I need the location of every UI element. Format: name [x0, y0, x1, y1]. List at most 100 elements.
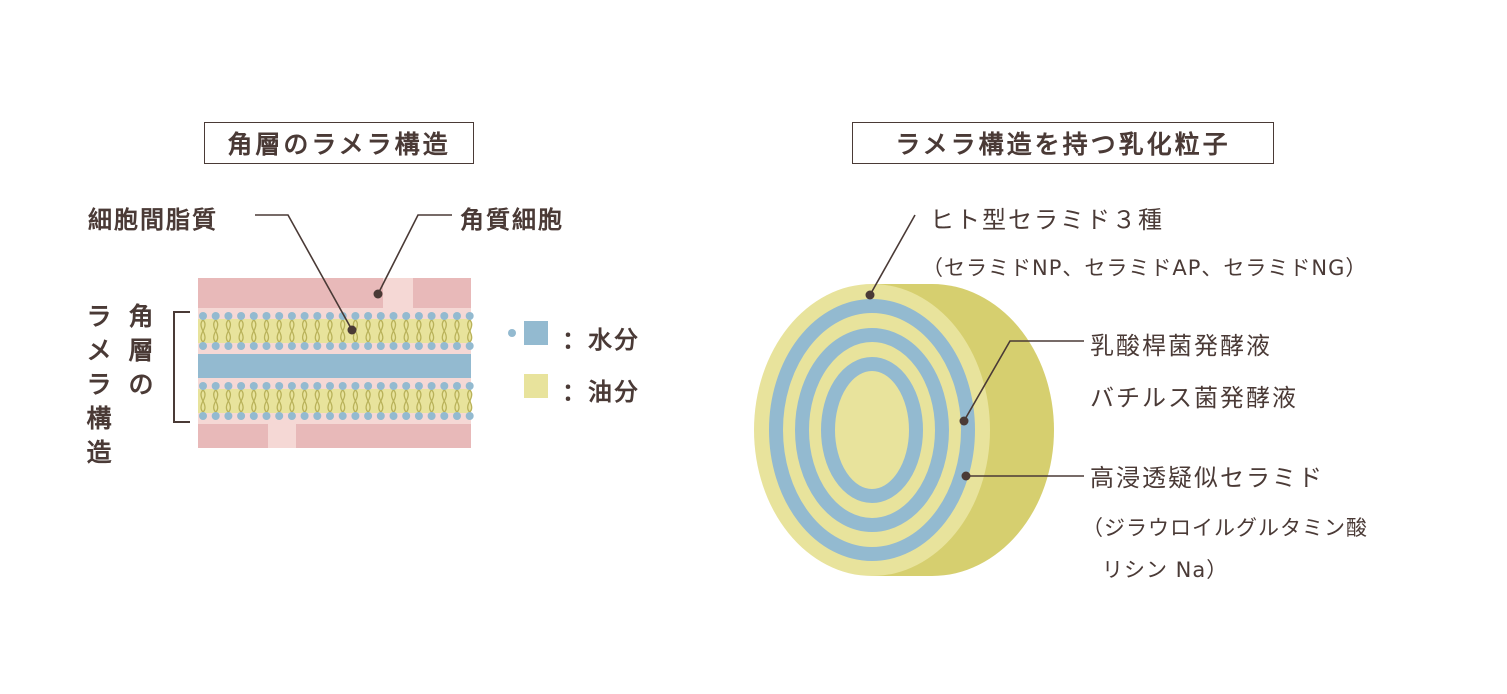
lipid-head — [402, 342, 411, 350]
lipid-tail — [454, 319, 460, 343]
lipid-head — [427, 342, 436, 350]
bracket — [173, 311, 190, 423]
lipid-tail — [289, 389, 295, 413]
lipid-head — [262, 412, 271, 420]
lipid-tail — [225, 319, 232, 343]
legend-water-square — [524, 321, 548, 345]
particle-title: ラメラ構造を持つ乳化粒子 — [852, 122, 1274, 164]
lipid-head — [440, 342, 449, 350]
lipid-head — [237, 342, 246, 350]
lipid-head — [427, 312, 436, 320]
lipid-head — [211, 312, 220, 320]
lipid-head — [211, 342, 220, 350]
lipid-tail — [276, 319, 282, 343]
lipid-tail — [428, 319, 435, 343]
label-ferment-2: バチルス菌発酵液 — [1090, 384, 1298, 412]
lipid-head — [414, 342, 423, 350]
lipid-tail — [428, 389, 435, 413]
corneocyte-gap-bottom — [268, 424, 296, 448]
vertical-label-col1: ラメラ構造 — [86, 302, 112, 467]
lipid-head — [262, 342, 271, 350]
lipid-head — [287, 342, 296, 350]
lipid-head — [237, 382, 246, 390]
lipid-tail — [276, 389, 282, 413]
lipid-head — [275, 342, 284, 350]
lipid-head — [275, 312, 284, 320]
label-pseudo-ceramide: 高浸透疑似セラミド — [1090, 464, 1324, 492]
lamellar-title: 角層のラメラ構造 — [204, 122, 474, 164]
lipid-head — [338, 412, 347, 420]
lipid-head — [402, 382, 411, 390]
lipid-head — [389, 342, 398, 350]
lipid-head — [364, 312, 373, 320]
leader-ceramide — [869, 214, 916, 296]
lipid-tail — [314, 389, 320, 413]
lipid-head — [326, 312, 334, 320]
lipid-head — [224, 412, 233, 420]
leader-ferment — [963, 340, 1084, 422]
lipid-tail — [213, 319, 219, 343]
lipid-head — [287, 412, 296, 420]
lipid-tail — [327, 389, 333, 413]
vertical-label-col2: 角層の — [128, 302, 154, 399]
lipid-head — [300, 382, 309, 390]
ring-1 — [769, 299, 975, 561]
lipid-head — [199, 412, 207, 420]
lipid-tails-2 — [200, 389, 473, 413]
lipid-head — [414, 382, 423, 390]
legend-oil-label: ：油分 — [562, 378, 640, 406]
lipid-tail — [416, 319, 422, 343]
lipid-head — [364, 382, 373, 390]
lipid-tail — [200, 389, 206, 413]
ring-3 — [821, 357, 923, 503]
lipid-tail — [289, 319, 295, 343]
lipid-tail — [251, 319, 257, 343]
lipid-head — [351, 342, 360, 350]
lipid-head — [262, 382, 271, 390]
lipid-head — [249, 312, 258, 320]
label-pseudo-detail-1: （ジラウロイルグルタミン酸 — [1082, 516, 1368, 540]
leader-corneocyte — [377, 214, 452, 295]
lipid-tail — [467, 319, 473, 343]
lipid-head — [440, 312, 449, 320]
lipid-head — [402, 312, 411, 320]
lipid-head — [224, 382, 233, 390]
lipid-head — [275, 382, 284, 390]
lipid-head — [211, 412, 220, 420]
lipid-head — [224, 312, 233, 320]
lipid-head — [249, 412, 258, 420]
lipid-head — [313, 412, 322, 420]
lipid-head — [389, 312, 398, 320]
lipid-tail — [390, 389, 397, 413]
lipid-head — [351, 412, 360, 420]
lipid-tail — [390, 319, 397, 343]
lipid-tail — [441, 319, 447, 343]
lipid-head — [287, 312, 296, 320]
lipid-tail — [225, 389, 232, 413]
lipid-head — [465, 412, 474, 420]
lipid-head — [224, 342, 233, 350]
lipid-head — [364, 412, 373, 420]
label-intercellular-lipid: 細胞間脂質 — [88, 206, 218, 234]
lipid-head — [249, 382, 258, 390]
water-layer — [198, 354, 471, 378]
label-pseudo-detail-2: リシン Na） — [1102, 558, 1229, 582]
lipid-head — [199, 382, 207, 390]
lipid-head — [414, 412, 423, 420]
lipid-head — [414, 312, 423, 320]
lipid-head — [440, 412, 449, 420]
leader-intercellular — [255, 214, 353, 331]
lipid-head — [376, 412, 385, 420]
lipid-head — [326, 382, 334, 390]
corneocyte-top — [198, 278, 471, 308]
lipid-tail — [378, 319, 384, 343]
lipid-tail — [441, 389, 447, 413]
lipid-tail — [454, 389, 460, 413]
lipid-tail — [213, 389, 219, 413]
lipid-head — [326, 342, 334, 350]
lipid-tail — [352, 389, 359, 413]
lipid-tail — [378, 389, 384, 413]
lipid-tail — [251, 389, 257, 413]
lipid-head — [287, 382, 296, 390]
